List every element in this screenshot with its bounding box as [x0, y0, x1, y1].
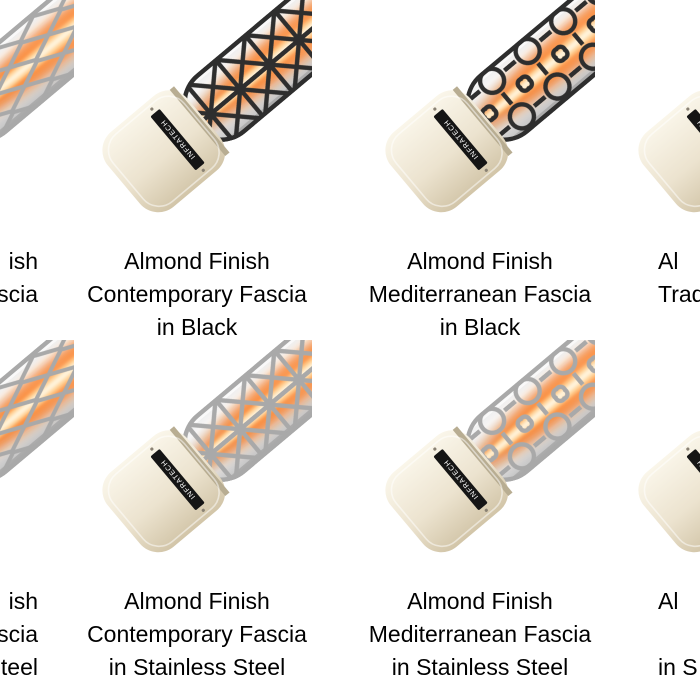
product-card[interactable]: INFRATECH Almond Finish Mediterranean Fa…: [365, 340, 595, 684]
heater-image: INFRATECH: [102, 340, 312, 553]
brand-label-plate: [434, 109, 488, 170]
brand-label-plate: [434, 449, 488, 510]
almond-end-cap: [385, 90, 509, 213]
caption-line: Almond Finish: [124, 588, 270, 614]
caption-line: Contemporary Fascia: [87, 621, 307, 647]
screw-icon: [201, 508, 205, 512]
heater-image: INFRATECH: [638, 90, 700, 213]
almond-end-cap: [102, 90, 226, 213]
product-card[interactable]: INFRATECH Al in S: [618, 340, 700, 684]
brand-label-plate: [151, 449, 205, 510]
screw-icon: [686, 107, 690, 111]
product-photo: INFRATECH: [365, 340, 595, 575]
caption-line: in Black: [156, 314, 238, 340]
screw-icon: [150, 107, 154, 111]
product-photo: INFRATECH: [618, 340, 700, 575]
product-caption: Al Trad: [618, 245, 700, 344]
caption-line: [658, 618, 700, 651]
product-card[interactable]: INFRATECH Almond Finish Mediterranean Fa…: [365, 0, 595, 344]
product-photo: INFRATECH: [365, 0, 595, 235]
caption-line: teel: [0, 654, 38, 680]
caption-line: in Stainless Steel: [391, 654, 569, 680]
product-photo: INFRATECH: [82, 0, 312, 235]
caption-line: Almond Finish: [407, 248, 553, 274]
product-caption: Al in S: [618, 585, 700, 684]
product-card[interactable]: INFRATECH Al Trad: [618, 0, 700, 344]
caption-line: in S: [658, 654, 698, 680]
screw-icon: [201, 168, 205, 172]
product-caption: Almond Finish Mediterranean Fascia in St…: [365, 585, 595, 684]
heater-image: INFRATECH: [102, 0, 312, 213]
heater-image: INFRATECH: [385, 340, 595, 553]
product-caption: Almond Finish Contemporary Fascia in Sta…: [82, 585, 312, 684]
product-photo: INFRATECH: [0, 340, 74, 575]
product-caption: Almond Finish Contemporary Fascia in Bla…: [82, 245, 312, 344]
screw-icon: [484, 168, 488, 172]
caption-line: Almond Finish: [407, 588, 553, 614]
caption-line: scia: [0, 281, 38, 307]
product-caption: ish scia teel: [0, 585, 74, 684]
heater-image: INFRATECH: [385, 0, 595, 213]
almond-end-cap: [102, 430, 226, 553]
product-card[interactable]: INFRATECH ish scia teel: [0, 340, 74, 684]
caption-line: Almond Finish: [124, 248, 270, 274]
caption-line: Mediterranean Fascia: [368, 281, 592, 307]
heater-image: INFRATECH: [638, 430, 700, 553]
almond-end-cap: [385, 430, 509, 553]
product-caption: Almond Finish Mediterranean Fascia in Bl…: [365, 245, 595, 344]
caption-line: scia: [0, 621, 38, 647]
product-photo: INFRATECH: [82, 340, 312, 575]
heater-image: INFRATECH: [0, 340, 74, 498]
product-card[interactable]: INFRATECH Almond Finish Contemporary Fas…: [82, 340, 312, 684]
caption-line: Al: [658, 588, 679, 614]
product-photo: INFRATECH: [0, 0, 74, 235]
brand-label-plate: [151, 109, 205, 170]
caption-line: in Stainless Steel: [108, 654, 286, 680]
product-caption: ish scia: [0, 245, 74, 344]
caption-line: Trad: [658, 281, 700, 307]
product-card[interactable]: INFRATECH Almond Finish Contemporary Fas…: [82, 0, 312, 344]
caption-line: Mediterranean Fascia: [368, 621, 592, 647]
product-photo: INFRATECH: [618, 0, 700, 235]
screw-icon: [686, 447, 690, 451]
heater-image: INFRATECH: [0, 0, 74, 158]
screw-icon: [150, 447, 154, 451]
screw-icon: [484, 508, 488, 512]
caption-line: Al: [658, 248, 679, 274]
caption-line: ish: [8, 588, 38, 614]
screw-icon: [433, 107, 437, 111]
caption-line: Contemporary Fascia: [87, 281, 307, 307]
screw-icon: [433, 447, 437, 451]
caption-line: ish: [8, 248, 38, 274]
product-card[interactable]: INFRATECH ish scia: [0, 0, 74, 344]
caption-line: in Black: [439, 314, 521, 340]
